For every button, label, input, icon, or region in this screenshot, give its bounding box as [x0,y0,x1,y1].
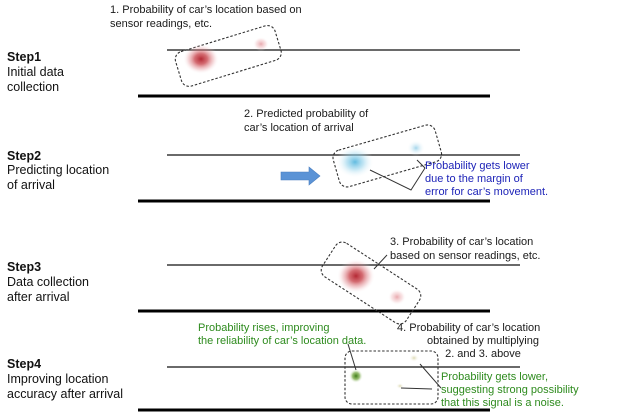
step4-probability-blob-strong [349,369,363,383]
step4-desc-line2: accuracy after arrival [7,387,124,401]
annotation-green-bottom-line2: suggesting strong possibility [441,384,579,396]
step3-probability-box [320,241,422,325]
step4-probability-box [344,350,439,405]
step1-desc-line2: collection [7,80,60,94]
step2-probability-box [332,124,443,188]
step1-title: Step1 [7,50,42,64]
caption-1-line2: sensor readings, etc. [110,18,213,30]
step4-probability-blob-faint [396,383,404,389]
annotation-blue-line1: Probability gets lower [425,160,530,172]
annotation-green-bottom-line1: Probability gets lower, [441,371,548,383]
caption-2-line2: car’s location of arrival [244,122,354,134]
step1-desc-line1: Initial data [7,65,64,79]
step3-probability-blob-weak [388,289,406,305]
step2-probability-blob-strong [336,146,374,178]
annotation-green-bottom-line3: that this signal is a noise. [441,397,564,409]
right-arrow-icon [280,166,321,186]
step3-callout-line [373,254,388,270]
step2-title: Step2 [7,149,42,163]
annotation-blue-line2: due to the margin of [425,173,523,185]
step4-green-callout-line-mid [419,363,442,389]
step2-desc-line1: Predicting location [7,163,110,177]
annotation-green-top-line2: the reliability of car’s location data. [198,335,367,347]
step1-probability-box [174,24,282,87]
step1-probability-blob-strong [183,44,219,74]
step1-probability-blob-weak [253,37,269,51]
step2-desc-line2: of arrival [7,178,55,192]
step2-callout-line [369,167,426,191]
annotation-blue-line3: error for car’s movement. [425,186,549,198]
step4-probability-blob-weak [409,354,419,362]
annotation-green-top-line1: Probability rises, improving [198,322,330,334]
step3-probability-blob-strong [337,259,375,293]
caption-4-line1: 4. Probability of car’s location [397,322,541,334]
step4-green-callout-line-top [347,343,357,371]
caption-2-line1: 2. Predicted probability of [244,108,369,120]
step4-title: Step4 [7,357,42,371]
step4-desc-line1: Improving location [7,372,109,386]
step2-callout-line-top [416,159,426,169]
step3-desc-line2: after arrival [7,290,70,304]
caption-4-line3: 2. and 3. above [445,348,521,360]
caption-4-line2: obtained by multiplying [427,335,539,347]
caption-3-line1: 3. Probability of car’s location [390,236,534,248]
caption-1-line1: 1. Probability of car’s location based o… [110,4,302,16]
caption-3-line2: based on sensor readings, etc. [390,250,541,262]
step3-desc-line1: Data collection [7,275,89,289]
step3-title: Step3 [7,260,42,274]
step4-green-callout-line-bottom [400,387,433,390]
step2-probability-blob-weak [407,140,425,156]
